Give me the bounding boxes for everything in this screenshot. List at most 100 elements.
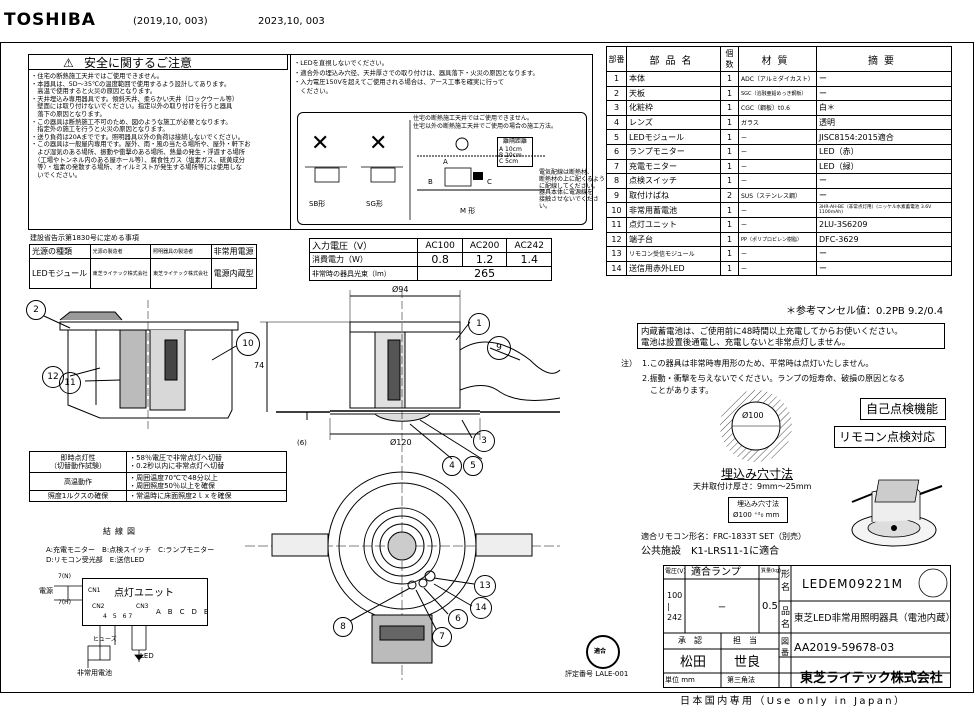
distance-c: C 5cm (499, 158, 519, 165)
caution-right-list: ・LEDを直視しないでください。 ・適合外の埋込み穴径、天井厚さでの取り付けは、… (294, 60, 539, 95)
feature-r2-value: ・常温時に床面照度2ｌｘを確保 (126, 490, 287, 502)
tb-mass-value: 0.5 (762, 601, 778, 612)
caution-warning-icon: ⚠ (63, 56, 74, 70)
elec-power-100: 0.8 (417, 252, 463, 267)
m-label: M 形 (460, 207, 476, 215)
tb-mass-header: 質量(kg) (761, 568, 781, 574)
tb-model-value: LEDEM09221M (802, 577, 903, 591)
tb-model-label: 形名 (781, 570, 791, 593)
pin-labels: 4 5 6 7 (103, 613, 133, 620)
cutout-box (728, 497, 788, 523)
wiring-legend-1: A:充電モニター B:点検スイッチ C:ランプモニター (46, 546, 215, 554)
title-block-grid (663, 565, 951, 688)
tb-name-label: 品名 (781, 607, 791, 630)
callout-2: 2 (26, 300, 46, 320)
callout-9: 9 (487, 336, 511, 360)
tb-drawing-no: AA2019-59678-03 (794, 641, 895, 654)
certification-label: 評定番号 LALE-001 (565, 670, 629, 678)
battery-note-2: 電池は設置後通電し、充電しないと非常点灯しません。 (641, 337, 851, 347)
wiring-title: 結線図 (103, 527, 139, 536)
standard-c2: 東芝ライテック株式会社 (150, 258, 212, 289)
dim-120: Ø120 (390, 438, 412, 447)
domestic-only: 日本国内専用（Use only in Japan） (680, 696, 907, 707)
tb-name-value: 東芝LED非常用照明器具（電池内蔵） (794, 613, 956, 624)
callout-3: 3 (473, 430, 495, 452)
caution-box (28, 54, 593, 230)
munsell-note: ＊参考マンセル値：0.2PB 9.2/0.4 (786, 306, 944, 317)
parts-h-material: 材質 (738, 46, 817, 72)
self-check-box (860, 398, 946, 420)
wiring-lines (54, 585, 147, 668)
standard-title: 建設省告示第1830号に定める事項 (30, 234, 139, 242)
terminal-n: 7(N) (58, 573, 71, 580)
terminal-h: 7(H) (58, 599, 72, 606)
callout-8: 8 (333, 617, 353, 637)
sb-label: SB形 (309, 200, 326, 208)
tb-approver: 松田 (680, 655, 707, 670)
revision-1: (2019,10, 003) (133, 16, 208, 27)
parts-h-no: 部番 (606, 46, 627, 72)
caution-left-list: ・住宅の断熱施工天井ではご使用できません。 ・本器具は、5D〜35℃の温度範囲で… (31, 73, 251, 179)
battery-label: 非常用電池 (77, 669, 112, 677)
cutout-box-title: 埋込み穴寸法 (737, 500, 779, 508)
brand-logo: TOSHIBA (4, 10, 96, 30)
cutout-box-value: Ø100 ⁺²₀ mm (733, 511, 780, 519)
heat-note-1: 住宅の断熱施工天井ではご使用できません。 (413, 115, 533, 122)
callout-10: 10 (236, 332, 260, 356)
svg-text:✕: ✕ (369, 131, 387, 156)
callout-5: 5 (463, 456, 483, 476)
lighting-unit-label: 点灯ユニット (114, 588, 174, 599)
heat-note-2: 住宅以外の断熱施工天井でご使用の場合の施工方法。 (413, 123, 558, 130)
public-standard: 公共施設 K1-LRS11-1に適合 (641, 546, 780, 557)
tb-charge-label: 担当 (733, 636, 765, 645)
abcde-labels: A B C D E (156, 608, 209, 616)
distance-table (497, 137, 533, 167)
feature-table: 即時点灯性 （切替動作試験） ・58％電圧で非常点灯へ切替 ・0.2秒以内に非常… (28, 451, 287, 502)
distance-a: A 10cm (499, 146, 522, 153)
wiring-legend-2: D:リモコン受光部 E:送信LED (46, 556, 145, 564)
svg-text:✕: ✕ (311, 131, 329, 156)
standard-c0: LEDモジュール (29, 258, 91, 289)
tb-unit: 単位 mm (665, 676, 695, 684)
power-label: 電源 (39, 587, 53, 595)
feature-r0-label: 即時点灯性 （切替動作試験） (28, 451, 128, 473)
svg-text:A: A (443, 158, 448, 166)
parts-h-remark: 摘要 (816, 46, 952, 72)
dim-94: Ø94 (392, 285, 409, 294)
cn3-label: CN3 (136, 603, 149, 610)
note-item-1: 1.この器具は非常時専用形のため、平常時は点灯いたしません。 (642, 359, 874, 368)
note-item-2: 2.振動・衝撃を与えないでください。ランプの短寿命、破損の原因となる (642, 374, 905, 383)
parts-h-qty: 個数 (720, 46, 739, 72)
tb-lamp-value: ー (718, 603, 726, 612)
remote-model: 適合リモコン形名：FRC-1833T SET（別売） (641, 532, 807, 541)
tb-lamp-header: 適合ランプ (691, 567, 741, 578)
feature-r2-label: 照度1ルクスの確保 (28, 490, 128, 502)
standard-table: 光源の種類 光源の製造者 照明器具の製造者 非常用電源 LEDモジュール 東芝ラ… (29, 244, 258, 289)
note-item-3: ことがあります。 (642, 386, 714, 395)
callout-6: 6 (448, 609, 468, 629)
tb-drawing-label: 図番 (781, 637, 789, 657)
product-photo (851, 479, 943, 547)
tb-person: 世良 (734, 655, 761, 670)
led-label: LED (140, 652, 154, 660)
tb-voltage-value: 100 | 242 (667, 591, 683, 622)
callout-1: 1 (468, 313, 490, 335)
callout-14: 14 (470, 597, 492, 619)
note-prefix: 注） (621, 359, 637, 368)
caution-divider (290, 54, 291, 230)
svg-text:C: C (487, 178, 492, 186)
dim-74: 74 (254, 361, 265, 370)
